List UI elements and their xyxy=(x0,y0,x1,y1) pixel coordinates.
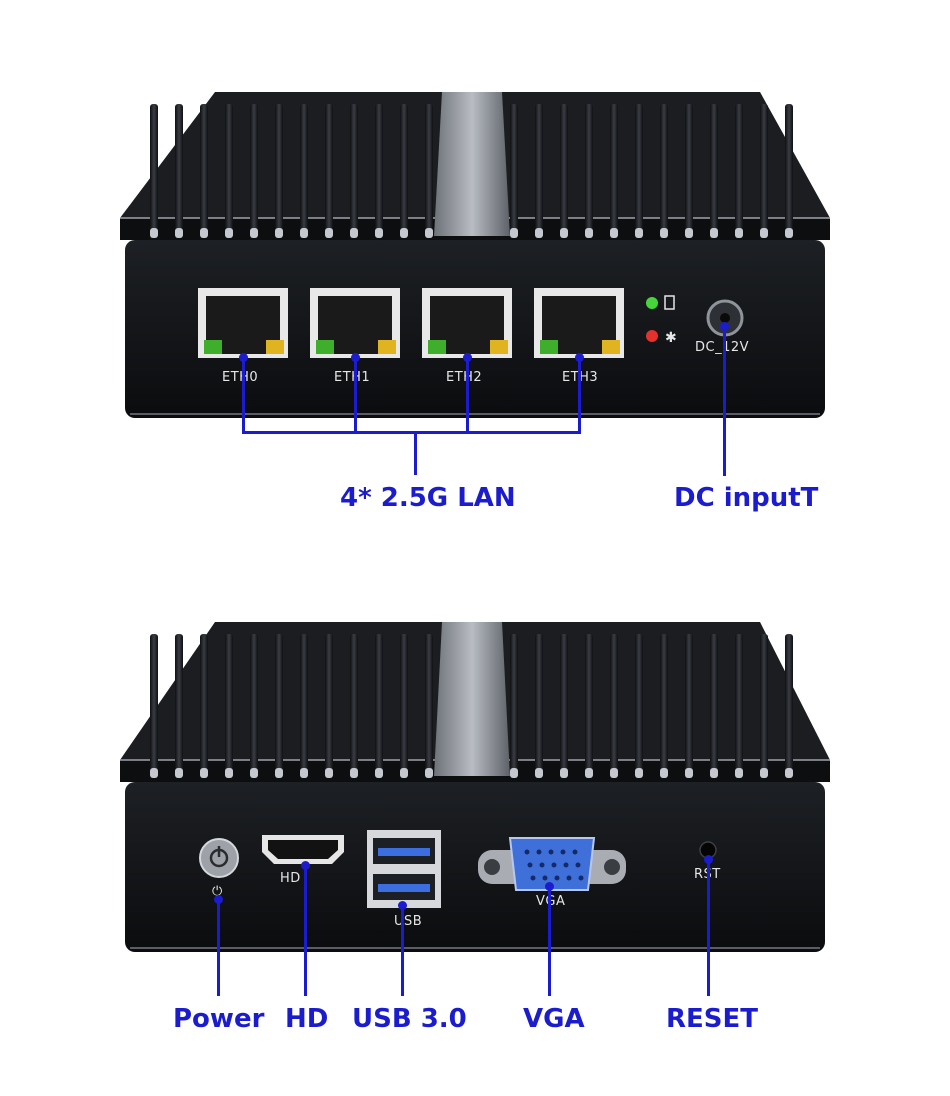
eth0-label: ETH0 xyxy=(222,370,259,385)
dc-wire xyxy=(723,326,726,476)
reset-wire xyxy=(707,860,710,996)
top-device-image: ✱ xyxy=(120,92,830,418)
power-wire xyxy=(217,900,220,996)
power-callout: Power xyxy=(173,1004,265,1034)
eth0-marker xyxy=(239,353,248,362)
dc-12v-label: DC_12V xyxy=(695,340,749,355)
bottom-device-image xyxy=(120,622,830,952)
lan-callout: 4* 2.5G LAN xyxy=(340,483,516,513)
eth1-marker xyxy=(351,353,360,362)
vga-callout: VGA xyxy=(523,1004,585,1034)
usb-wire xyxy=(401,905,404,996)
reset-callout: RESET xyxy=(666,1004,759,1034)
lan-drop-wire xyxy=(414,433,417,475)
eth2-marker xyxy=(463,353,472,362)
power-marker xyxy=(214,895,223,904)
eth3-marker xyxy=(575,353,584,362)
eth0-wire xyxy=(242,358,245,434)
svg-text:✱: ✱ xyxy=(665,330,677,346)
eth2-label: ETH2 xyxy=(446,370,483,385)
hd-callout: HD xyxy=(285,1004,329,1034)
power-symbol: ⏻ xyxy=(212,884,223,899)
hd-marker xyxy=(301,861,310,870)
hd-port-label: HD xyxy=(280,871,301,886)
usb-port-label: USB xyxy=(394,914,423,929)
hd-wire xyxy=(304,866,307,996)
eth3-wire xyxy=(578,358,581,434)
eth1-label: ETH1 xyxy=(334,370,371,385)
lan-bus-wire xyxy=(242,431,581,434)
dc-callout: DC inputT xyxy=(674,483,819,513)
usb-callout: USB 3.0 xyxy=(352,1004,467,1034)
eth1-wire xyxy=(354,358,357,434)
reset-marker xyxy=(704,855,713,864)
eth2-wire xyxy=(466,358,469,434)
vga-wire xyxy=(548,886,551,996)
